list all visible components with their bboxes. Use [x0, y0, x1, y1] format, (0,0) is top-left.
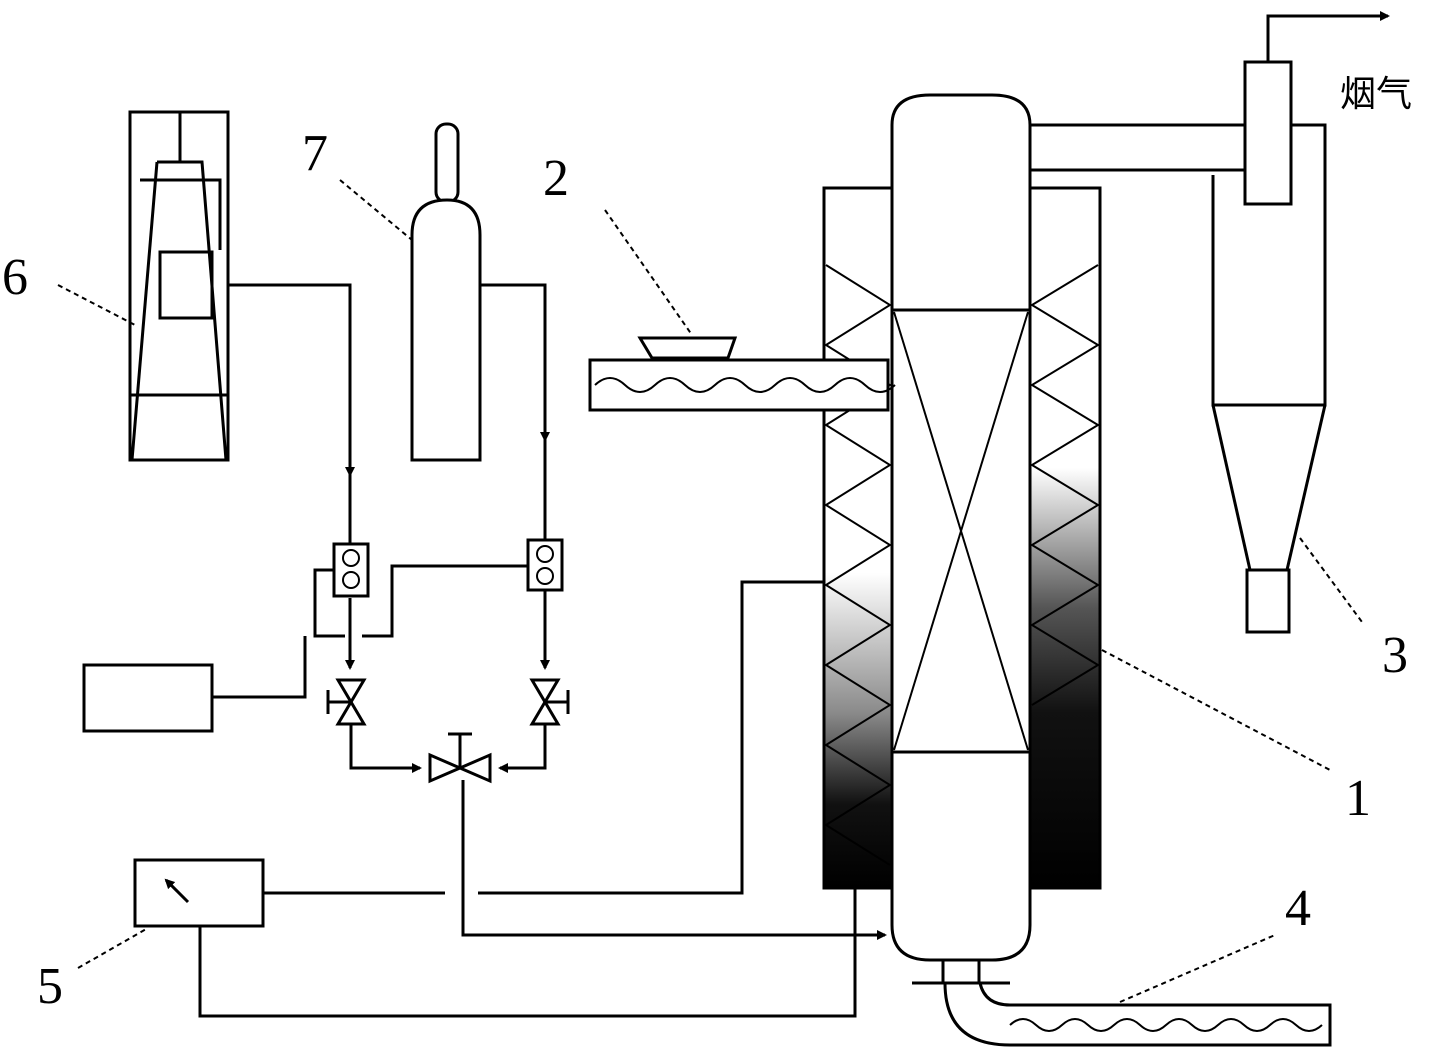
gas-duct	[1030, 123, 1245, 172]
feed-gas-line	[461, 780, 887, 940]
label-1: 1	[1345, 770, 1371, 827]
discharge-screw: 4	[912, 880, 1332, 1047]
label-2: 2	[543, 150, 569, 207]
label-6: 6	[2, 249, 28, 306]
flue-gas-outlet: 烟气	[1266, 11, 1412, 115]
control-wiring	[212, 564, 528, 699]
flowmeter-gas	[526, 538, 564, 592]
label-3: 3	[1382, 627, 1408, 684]
gas-line	[480, 283, 550, 670]
cyclone-separator: 3	[1211, 60, 1408, 684]
flue-gas-label: 烟气	[1340, 74, 1412, 115]
label-5: 5	[37, 958, 63, 1015]
reactor-vessel: 1	[890, 93, 1371, 962]
label-4: 4	[1285, 880, 1311, 937]
gas-cylinder: 7	[302, 122, 482, 462]
flowmeter-air	[332, 542, 370, 598]
valve-mix	[428, 732, 492, 784]
screw-feeder: 2	[543, 150, 896, 412]
air-line	[228, 283, 355, 670]
temperature-controller: 5	[37, 580, 857, 1018]
mixing-lines	[349, 724, 547, 773]
heating-jacket-right	[1028, 186, 1102, 890]
valve-gas	[529, 678, 570, 726]
valve-air	[326, 678, 367, 726]
label-7: 7	[302, 125, 328, 182]
heating-jacket-left	[822, 186, 894, 890]
air-blower-unit: 6	[2, 110, 230, 462]
control-box	[82, 663, 214, 733]
